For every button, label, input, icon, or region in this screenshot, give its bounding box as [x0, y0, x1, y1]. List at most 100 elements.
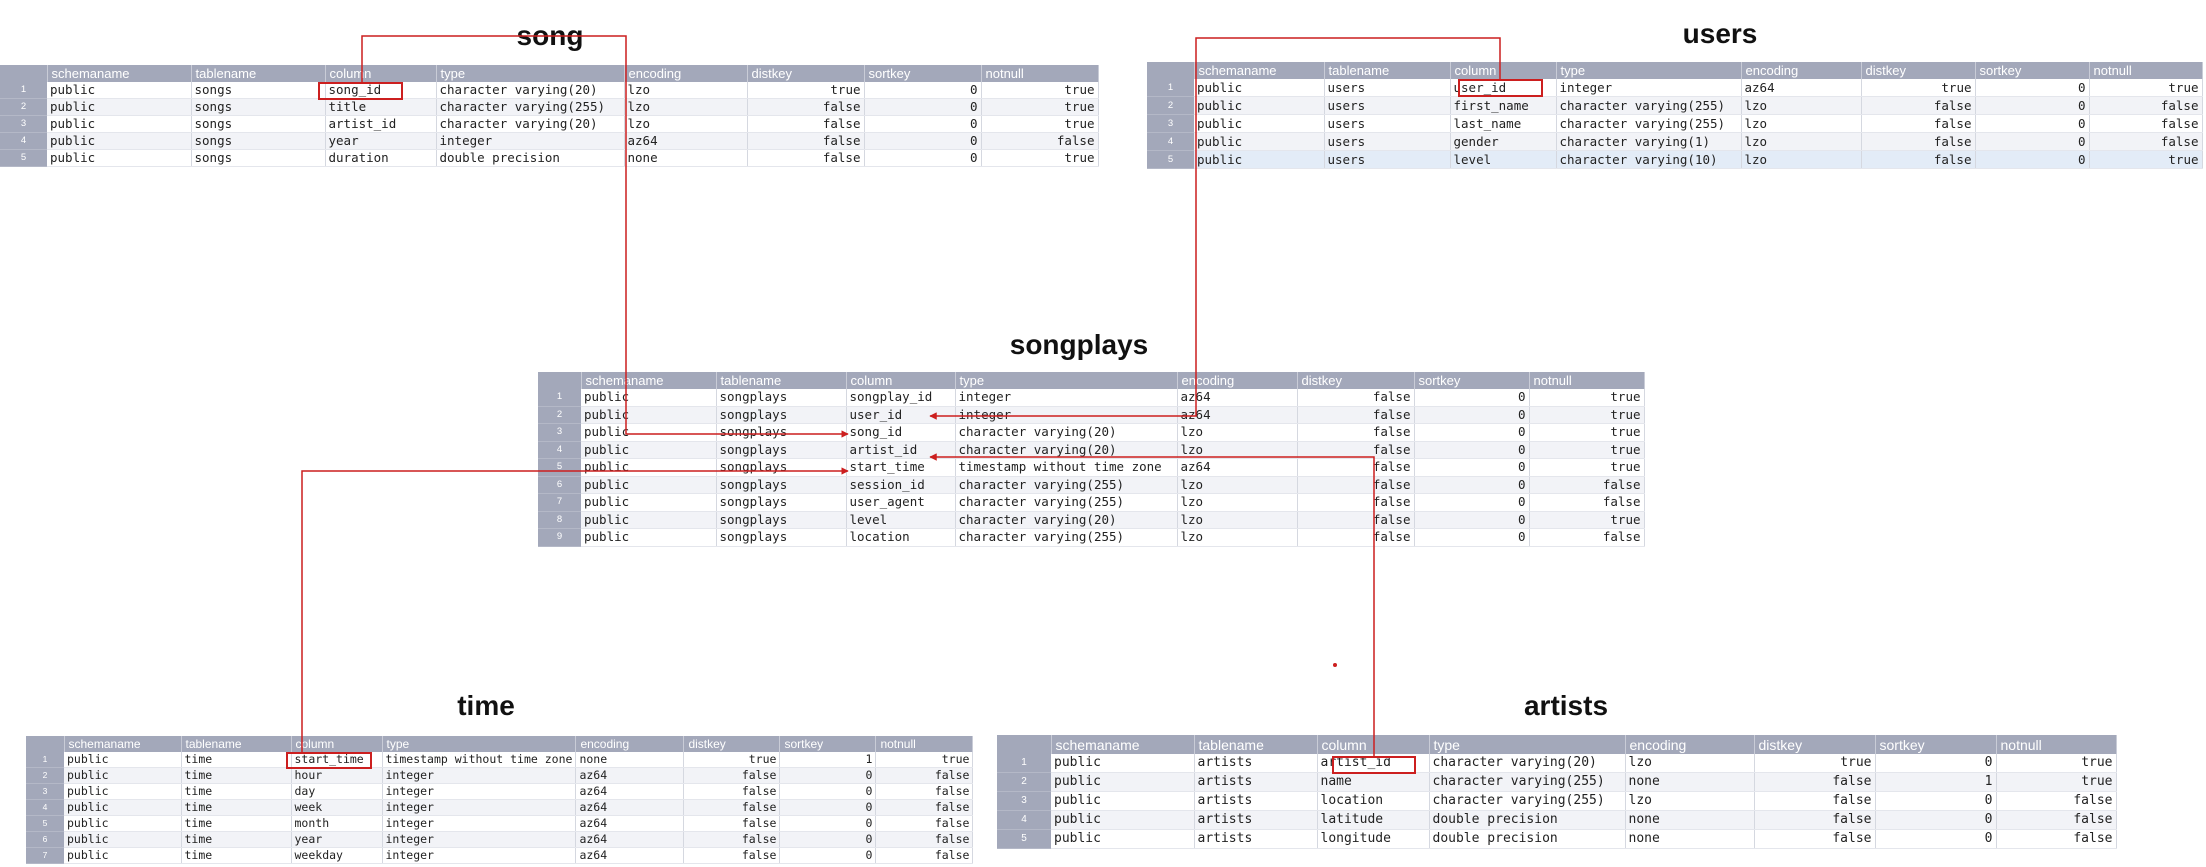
cell-distkey: false — [683, 847, 781, 864]
column-header-type[interactable]: type — [1429, 735, 1626, 754]
column-header-type[interactable]: type — [382, 736, 577, 752]
column-header-encoding[interactable]: encoding — [624, 65, 748, 82]
column-header-tablename[interactable]: tablename — [181, 736, 292, 752]
column-header-sortkey[interactable]: sortkey — [1875, 735, 1997, 754]
column-header-encoding[interactable]: encoding — [575, 736, 685, 752]
cell-schemaname: public — [64, 767, 182, 784]
column-header-schemaname[interactable]: schemaname — [1051, 735, 1195, 754]
column-header-distkey[interactable]: distkey — [683, 736, 781, 752]
column-header-tablename[interactable]: tablename — [191, 65, 326, 82]
column-header-encoding[interactable]: encoding — [1177, 372, 1298, 389]
column-header-sortkey[interactable]: sortkey — [779, 736, 877, 752]
column-header-distkey[interactable]: distkey — [1297, 372, 1415, 389]
column-header-column[interactable]: column — [1450, 62, 1557, 79]
column-header-column[interactable]: column — [325, 65, 437, 82]
column-header-encoding[interactable]: encoding — [1625, 735, 1755, 754]
column-header-sortkey[interactable]: sortkey — [864, 65, 982, 82]
column-header-column[interactable]: column — [846, 372, 956, 389]
cell-sortkey: 0 — [1414, 406, 1530, 424]
column-header-sortkey[interactable]: sortkey — [1975, 62, 2090, 79]
column-header-tablename[interactable]: tablename — [1194, 735, 1318, 754]
column-header-column[interactable]: column — [291, 736, 383, 752]
cell-notnull: true — [1996, 772, 2117, 792]
column-header-schemaname[interactable]: schemaname — [47, 65, 192, 82]
column-header-type[interactable]: type — [436, 65, 625, 82]
cell-notnull: false — [875, 831, 974, 848]
column-header-schemaname[interactable]: schemaname — [581, 372, 717, 389]
column-header-distkey[interactable]: distkey — [1861, 62, 1976, 79]
cell-tablename: time — [181, 831, 292, 848]
cell-sortkey: 0 — [1414, 441, 1530, 459]
cell-encoding: lzo — [1741, 114, 1862, 133]
column-header-notnull[interactable]: notnull — [2089, 62, 2203, 79]
cell-distkey: false — [683, 783, 781, 800]
cell-column: last_name — [1450, 114, 1557, 133]
cell-sortkey: 0 — [864, 115, 982, 133]
cell-distkey: false — [683, 831, 781, 848]
column-header-notnull[interactable]: notnull — [875, 736, 974, 752]
cell-type: character varying(255) — [1556, 96, 1742, 115]
cell-notnull: true — [981, 115, 1099, 133]
column-header-distkey[interactable]: distkey — [747, 65, 865, 82]
column-header-sortkey[interactable]: sortkey — [1414, 372, 1530, 389]
cell-notnull: false — [1529, 528, 1645, 547]
column-header-type[interactable]: type — [1556, 62, 1742, 79]
row-number: 5 — [1147, 150, 1194, 169]
column-header-distkey[interactable]: distkey — [1754, 735, 1876, 754]
column-header-tablename[interactable]: tablename — [716, 372, 847, 389]
cell-tablename: songs — [191, 132, 326, 150]
row-number: 2 — [26, 767, 64, 784]
column-header-schemaname[interactable]: schemaname — [1194, 62, 1325, 79]
cell-distkey: false — [1861, 132, 1976, 151]
cell-distkey: false — [1861, 114, 1976, 133]
song-id-highlight-box — [318, 82, 403, 100]
column-header-tablename[interactable]: tablename — [1324, 62, 1451, 79]
column-header-encoding[interactable]: encoding — [1741, 62, 1862, 79]
column-header-notnull[interactable]: notnull — [1996, 735, 2117, 754]
cell-sortkey: 0 — [1414, 493, 1530, 512]
column-header-notnull[interactable]: notnull — [1529, 372, 1645, 389]
cell-tablename: time — [181, 752, 292, 768]
songplays-table-title: songplays — [1009, 329, 1149, 360]
column-header-schemaname[interactable]: schemaname — [64, 736, 182, 752]
cell-schemaname: public — [1194, 132, 1325, 151]
column-header-notnull[interactable]: notnull — [981, 65, 1099, 82]
cell-notnull: true — [1529, 511, 1645, 529]
column-header-type[interactable]: type — [955, 372, 1178, 389]
cell-tablename: artists — [1194, 772, 1318, 792]
cell-notnull: false — [1529, 493, 1645, 512]
cell-schemaname: public — [1194, 114, 1325, 133]
